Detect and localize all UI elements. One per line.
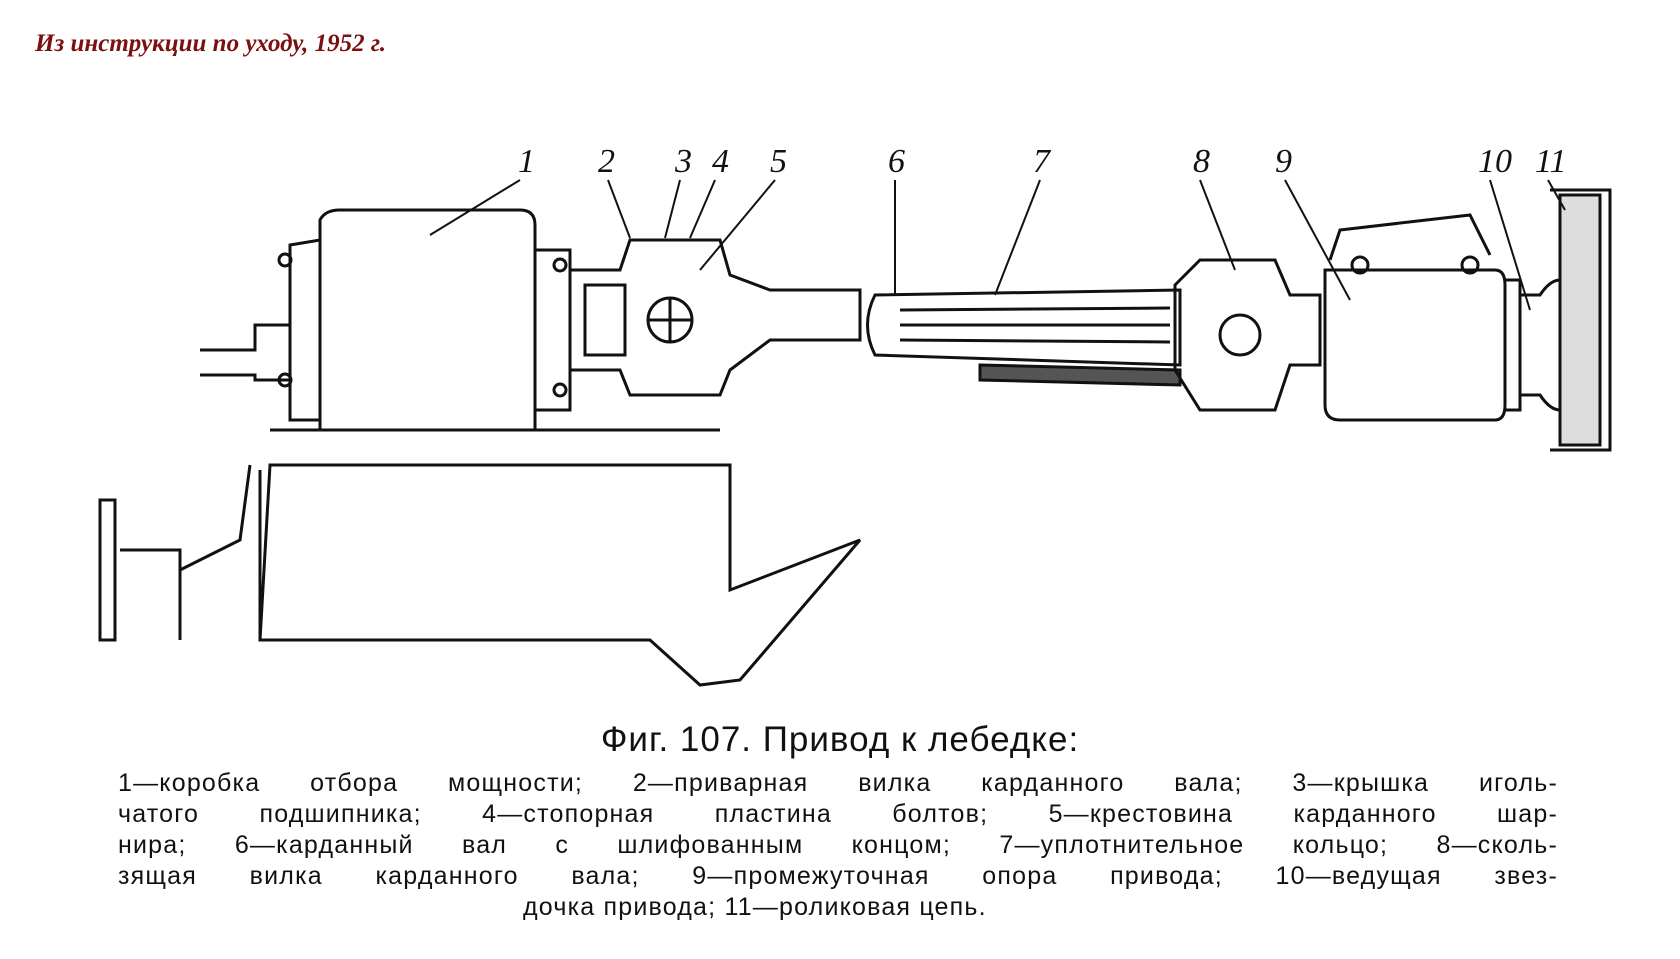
part-labels: 1 2 3 4 5 6 7 8 9 10 11 (429, 143, 1566, 311)
part-label-4: 4 (712, 143, 729, 180)
part-label-11: 11 (1535, 143, 1566, 180)
part-label-8: 8 (1193, 143, 1210, 180)
part-label-5: 5 (770, 143, 787, 180)
splined-shaft (866, 288, 1182, 387)
caption-line: чатого подшипника; 4—стопорная пластина … (118, 800, 1558, 828)
part-label-3: 3 (674, 143, 692, 180)
part-label-7: 7 (1033, 143, 1052, 180)
source-note: Из инструкции по уходу, 1952 г. (35, 30, 386, 57)
drive-sprocket-and-chain (1520, 188, 1612, 452)
part-label-10: 10 (1478, 143, 1512, 180)
universal-joint-front (568, 238, 862, 397)
part-label-1: 1 (518, 143, 535, 180)
figure-caption: 1—коробка отбора мощности; 2—приварная в… (118, 768, 1558, 923)
part-label-2: 2 (598, 143, 615, 180)
intermediate-support (1323, 213, 1522, 422)
caption-line: зящая вилка карданного вала; 9—промежуто… (118, 862, 1558, 890)
caption-line: нира; 6—карданный вал с шлифованным конц… (118, 831, 1558, 859)
pto-gearbox (200, 208, 720, 432)
part-label-6: 6 (888, 143, 905, 180)
part-label-9: 9 (1275, 143, 1292, 180)
caption-line: 1—коробка отбора мощности; 2—приварная в… (118, 769, 1558, 797)
engine-base (98, 463, 862, 687)
winch-drive-drawing: 1 2 3 4 5 6 7 8 9 10 11 (98, 143, 1612, 687)
caption-line: дочка привода; 11—роликовая цепь. (523, 893, 987, 921)
figure-title: Фиг. 107. Привод к лебедке: (600, 720, 1080, 759)
universal-joint-rear (1173, 258, 1322, 412)
